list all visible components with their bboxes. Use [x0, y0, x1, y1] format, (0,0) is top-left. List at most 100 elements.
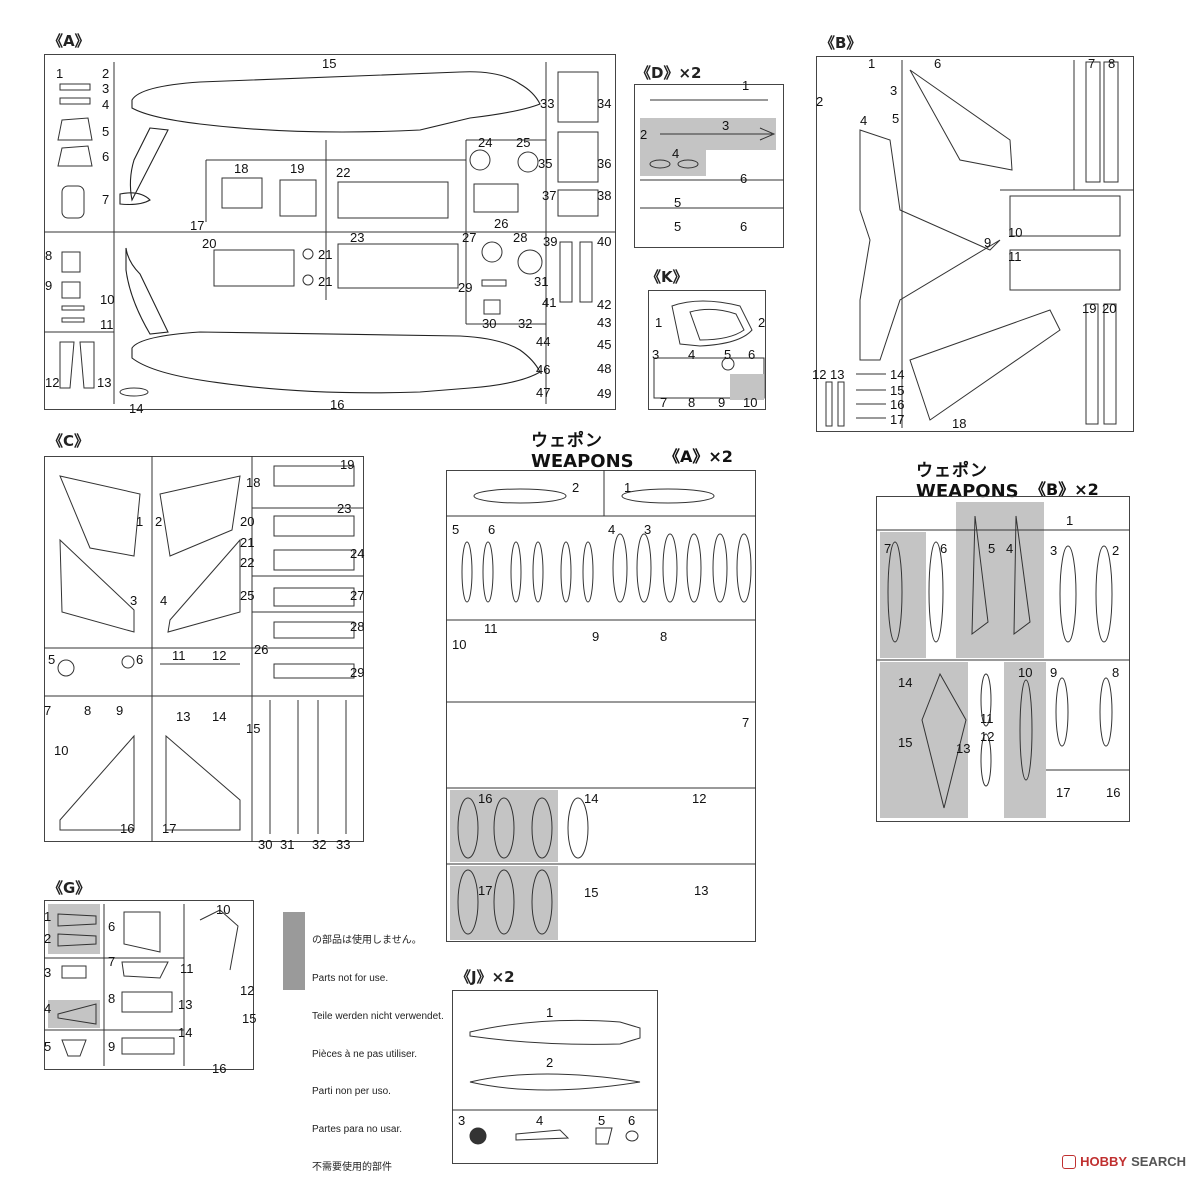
- sprue-a-part-21b: 21: [318, 274, 333, 289]
- sprue-b-part-17: 17: [890, 412, 905, 427]
- sprue-c-part-33: 33: [336, 837, 351, 852]
- sprue-c-part-19: 19: [340, 457, 355, 472]
- sprue-c-part-31: 31: [280, 837, 295, 852]
- sprue-b-part-13: 13: [830, 367, 845, 382]
- weapons-b-part-12: 12: [980, 729, 995, 744]
- sprue-c-part-12: 12: [212, 648, 227, 663]
- sprue-a-part-17: 17: [190, 218, 205, 233]
- sprue-a-part-48: 48: [597, 361, 612, 376]
- sprue-a-part-2: 2: [102, 66, 110, 81]
- sprue-b-part-3: 3: [890, 83, 898, 98]
- weapons-b-part-8: 8: [1112, 665, 1120, 680]
- sprue-c-part-2: 2: [155, 514, 163, 529]
- sprue-a-part-41: 41: [542, 295, 557, 310]
- sprue-b-part-7: 7: [1088, 56, 1096, 71]
- weapons-b-mult: 《B》×2: [1030, 480, 1099, 499]
- sprue-b-part-20: 20: [1102, 301, 1117, 316]
- sprue-a-part-43: 43: [597, 315, 612, 330]
- sprue-a-part-42: 42: [597, 297, 612, 312]
- sprue-g-part-16: 16: [212, 1061, 227, 1076]
- sprue-k-part-1: 1: [655, 315, 663, 330]
- sprue-c-part-4: 4: [160, 593, 168, 608]
- weapons-a-part-12: 12: [692, 791, 707, 806]
- sprue-b-part-19: 19: [1082, 301, 1097, 316]
- sprue-k-part-3: 3: [652, 347, 660, 362]
- sprue-a-part-29: 29: [458, 280, 473, 295]
- sprue-b-part-18: 18: [952, 416, 967, 431]
- legend-line-jp: の部品は使用しません。: [312, 935, 422, 947]
- sprue-a-part-12: 12: [45, 375, 60, 390]
- sprue-c-part-24: 24: [350, 546, 365, 561]
- sprue-g-part-8: 8: [108, 991, 116, 1006]
- legend-line-es: Partes para no usar.: [312, 1124, 403, 1136]
- sprue-a-part-45: 45: [597, 337, 612, 352]
- weapons-b-part-10: 10: [1018, 665, 1033, 680]
- not-used-legend: の部品は使用しません。 Parts not for use. Teile wer…: [312, 910, 444, 1187]
- sprue-c-part-14: 14: [212, 709, 227, 724]
- sprue-d-part-2: 2: [640, 127, 648, 142]
- weapons-b-part-7: 7: [884, 541, 892, 556]
- sprue-a-part-10: 10: [100, 292, 115, 307]
- legend-line-de: Teile werden nicht verwendet.: [312, 1010, 444, 1022]
- sprue-a-part-20: 20: [202, 236, 217, 251]
- sprue-g-part-2: 2: [44, 931, 52, 946]
- sprue-a-part-28: 28: [513, 230, 528, 245]
- sprue-g-part-11: 11: [180, 961, 194, 976]
- legend-line-en: Parts not for use.: [312, 972, 389, 984]
- sprue-c-part-8: 8: [84, 703, 92, 718]
- weapons-a-part-4: 4: [608, 522, 616, 537]
- sprue-c-part-10: 10: [54, 743, 69, 758]
- sprue-a-part-40: 40: [597, 234, 612, 249]
- weapons-b-part-4: 4: [1006, 541, 1014, 556]
- sprue-a-part-5: 5: [102, 124, 110, 139]
- sprue-g-part-5: 5: [44, 1039, 52, 1054]
- sprue-g-part-3: 3: [44, 965, 52, 980]
- sprue-a-part-23: 23: [350, 230, 365, 245]
- sprue-c-part-1: 1: [136, 514, 144, 529]
- sprue-c-part-7: 7: [44, 703, 52, 718]
- sprue-a-part-11: 11: [100, 317, 114, 332]
- sprue-wb-frame: [876, 496, 1130, 822]
- sprue-j-frame: [452, 990, 658, 1164]
- fuselage-upper-part: [119, 71, 541, 206]
- sprue-c-part-25: 25: [240, 588, 255, 603]
- sprue-b-part-10: 10: [1008, 225, 1023, 240]
- sprue-k-part-6: 6: [748, 347, 756, 362]
- sprue-k-frame: [648, 290, 766, 410]
- weapons-a-part-1: 1: [624, 480, 632, 495]
- weapons-a-part-13: 13: [694, 883, 709, 898]
- sprue-g-part-7: 7: [108, 954, 116, 969]
- not-used-swatch: [283, 912, 305, 990]
- weapons-b-part-13: 13: [956, 741, 971, 756]
- sprue-c-part-27: 27: [350, 588, 365, 603]
- weapons-b-part-5: 5: [988, 541, 996, 556]
- logo-mark-icon: [1062, 1154, 1077, 1169]
- weapons-a-part-5: 5: [452, 522, 460, 537]
- sprue-a-part-30: 30: [482, 316, 497, 331]
- sprue-j-title: 《J》×2: [456, 968, 515, 986]
- sprue-a-part-16: 16: [330, 397, 345, 412]
- weapons-b-part-16: 16: [1106, 785, 1121, 800]
- sprue-a-part-33: 33: [540, 96, 555, 111]
- weapons-a-title: ウェポン WEAPONS: [531, 426, 634, 472]
- sprue-b-part-15: 15: [890, 383, 905, 398]
- logo-brand: HOBBY: [1080, 1154, 1128, 1169]
- sprue-a-part-22: 22: [336, 165, 351, 180]
- weapons-a-part-2: 2: [572, 480, 580, 495]
- sprue-k-part-5: 5: [724, 347, 732, 362]
- sprue-d-part-4: 4: [672, 146, 680, 161]
- sprue-g-frame: [44, 900, 254, 1070]
- sprue-j-part-4: 4: [536, 1113, 544, 1128]
- sprue-c-part-9: 9: [116, 703, 124, 718]
- sprue-a-part-21a: 21: [318, 247, 333, 262]
- sprue-b-part-11: 11: [1008, 249, 1022, 264]
- sprue-g-part-4: 4: [44, 1001, 52, 1016]
- sprue-b-part-14: 14: [890, 367, 905, 382]
- sprue-b-part-8: 8: [1108, 56, 1116, 71]
- sprue-c-part-21: 21: [240, 535, 255, 550]
- sprue-c-part-18: 18: [246, 475, 261, 490]
- weapons-a-part-6: 6: [488, 522, 496, 537]
- sprue-d-part-6b: 6: [740, 219, 748, 234]
- sprue-a-part-27: 27: [462, 230, 477, 245]
- sprue-b-part-12: 12: [812, 367, 827, 382]
